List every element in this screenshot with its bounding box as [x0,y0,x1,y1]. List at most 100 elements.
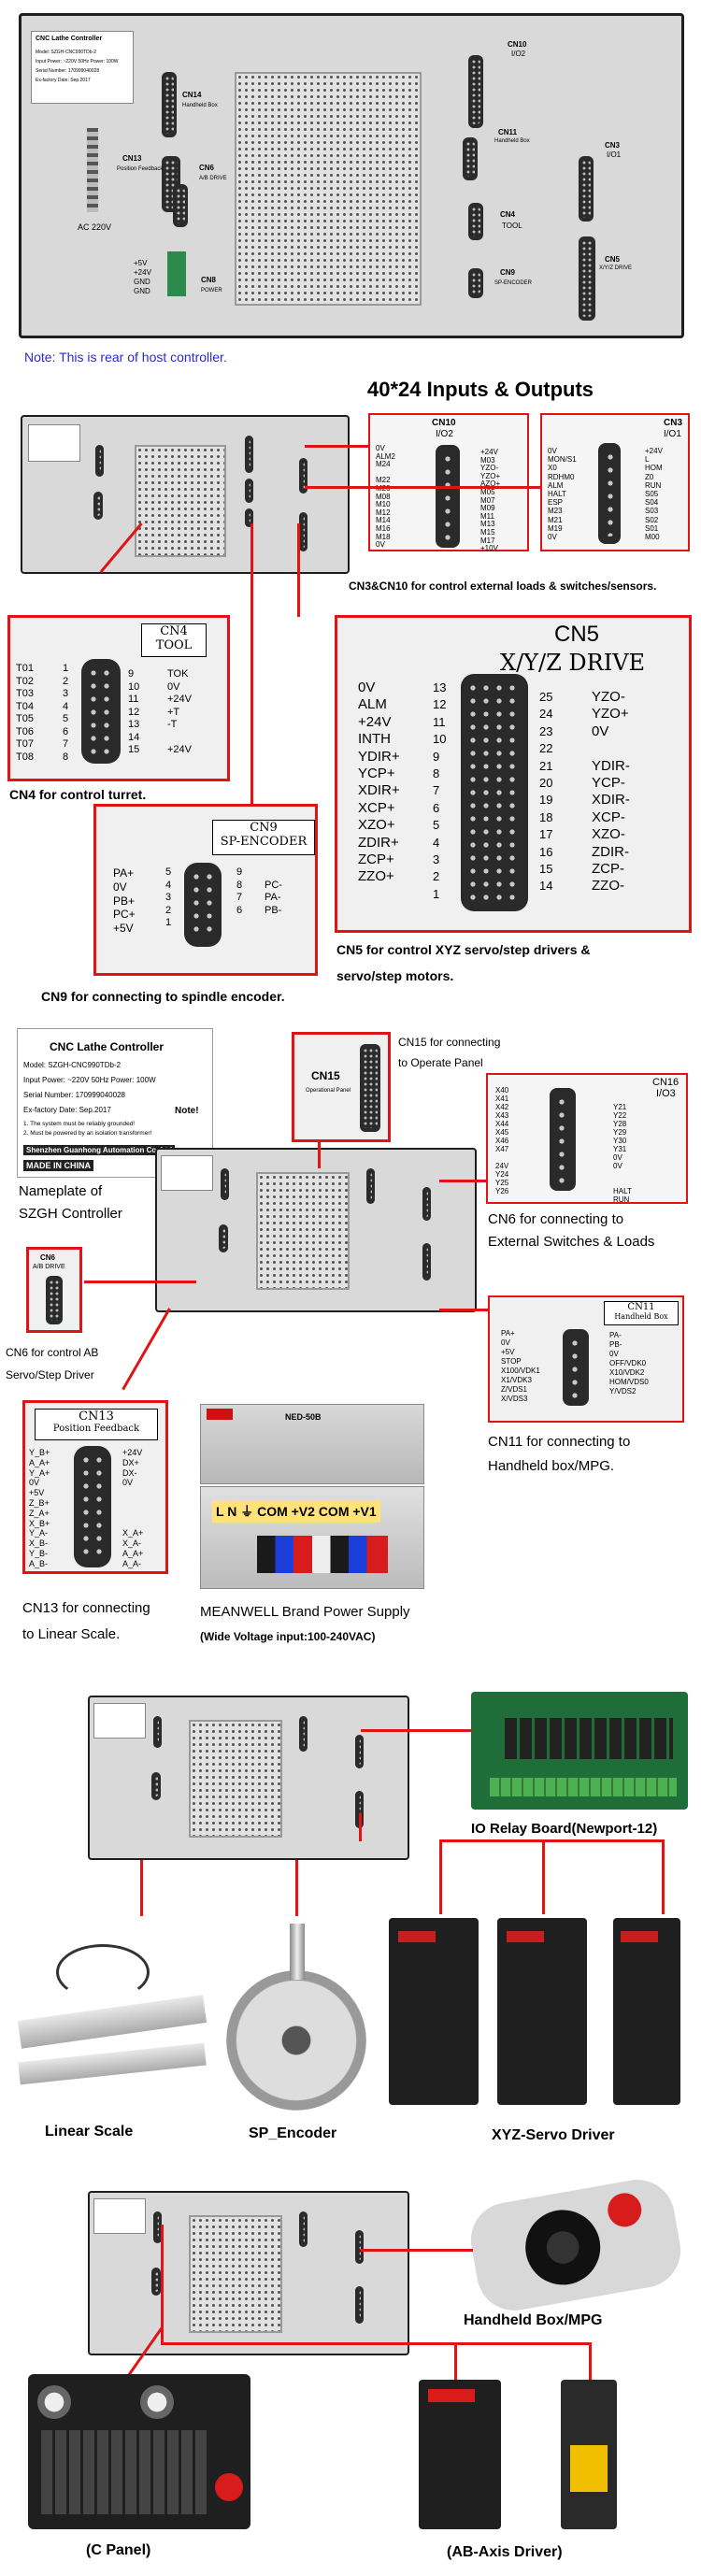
connector [299,1716,308,1752]
connector [221,1168,229,1200]
cn4-caption: CN4 for control turret. [9,787,147,802]
cn10-title: CN10 [432,418,456,428]
ab-caption: (AB-Axis Driver) [447,2544,563,2560]
cn6-connector [173,184,188,227]
connector [355,1735,364,1768]
cn5-right-nums: 25 24 23 22 21 20 19 18 17 16 15 14 [539,690,553,894]
power-supply-mesh [135,445,226,557]
connector [245,479,253,503]
cn10-sub: I/O2 [436,429,453,439]
connector [151,2268,161,2296]
power-terminal-block [167,251,186,296]
nameplate-title: CNC Lathe Controller [50,1040,165,1053]
nameplate-n1: 1. The system must be reliably grounded! [23,1121,136,1127]
power-line: +5V [134,259,148,267]
cn6-caption: Servo/Step Driver [6,1368,94,1381]
cn11-right-pins: PA- PB- 0V OFF/VDK0 X10/VDK2 HOM/VDS0 Y/… [609,1331,649,1395]
driver-display [428,2389,475,2402]
controller-rear-small [21,415,350,574]
cn13-title: CN13 Position Feedback [35,1409,158,1440]
cpanel-caption: (C Panel) [86,2542,151,2558]
cn16-right-pins: Y21 Y22 Y28 Y29 Y30 Y31 0V 0V HALT RUN [613,1103,632,1204]
cn11-connector [463,137,478,180]
arrow [361,2249,473,2252]
connector [355,1791,364,1828]
arrow [454,2342,457,2380]
cn4-left-nums: 1 2 3 4 5 6 7 8 [63,663,69,763]
cn15-sub: Operational Panel [306,1088,351,1094]
cn8-sub: POWER [201,288,222,293]
io-heading: 40*24 Inputs & Outputs [367,378,594,401]
cn9-pinout: CN9 SP-ENCODER PA+ 0V PB+ PC+ +5V 5 4 3 … [93,804,318,976]
cn15-box: CN15 Operational Panel [292,1032,391,1142]
cn9-label: CN9 [250,821,278,835]
cn3-sub: I/O1 [607,150,622,159]
cn16-sub: I/O3 [656,1088,676,1099]
cn10-left-pins: 0V ALM2 M24 M22 M20 M08 M10 M12 M14 M16 … [376,444,395,550]
psu-caption: (Wide Voltage input:100-240VAC) [200,1630,376,1643]
cn14-label: CN14 [182,91,202,99]
cn5-sub: X/Y/Z DRIVE [500,650,646,676]
connector [219,1224,228,1252]
ab-servo-driver [419,2380,501,2529]
arrow [361,1729,471,1732]
cn11-title: CN11 Handheld Box [604,1301,679,1325]
feed-knob [140,2385,174,2419]
power-supply-mesh [235,72,422,306]
cn9-sub: SP-ENCODER [494,280,533,286]
cn3-pinout: CN3 I/O1 0V MON/S1 X0 RDHM0 ALM HALT ESP… [540,413,690,551]
cn4-connector [81,659,121,764]
cn3-right-pins: +24V L HOM Z0 RUN S05 S04 S03 S02 S01 M0… [645,447,663,542]
arrow [250,523,253,804]
connector [299,512,308,551]
nameplate-serial: Serial Number: 170999040028 [23,1091,125,1099]
cn5-left-pins: 0V ALM +24V INTH YDIR+ YCP+ XDIR+ XCP+ X… [358,680,400,885]
cn16-pinout: CN16 I/O3 X40 X41 X42 X43 X44 X45 X46 X4… [486,1073,688,1204]
nameplate-n2: 2. Must be powered by an isolation trans… [23,1130,152,1137]
keypad [41,2430,209,2514]
arrow [589,2342,592,2380]
cn11-connector [563,1329,589,1406]
arrow [161,2342,591,2345]
cn13-label: CN13 [79,1410,114,1424]
arrow [439,1309,488,1311]
cn3-connector [579,156,594,222]
psu-brand-icon [207,1409,233,1420]
cn5-connector [461,674,528,911]
encoder-shaft [290,1924,305,1980]
cn10-sub: I/O2 [511,50,526,58]
arrow [439,1839,664,1842]
spindle-encoder [226,1970,366,2111]
cn4-right-pins: TOK 0V +24V +T -T +24V [167,668,192,755]
cn13-connector [74,1446,111,1567]
cn13-sub: Position Feedback [52,1424,140,1434]
cn5-connector [579,236,595,321]
relay-terminals [490,1778,677,1796]
arrow [318,1140,321,1168]
cn10-connector [436,445,460,548]
cn6-connector [46,1276,63,1324]
nameplate-sticker [93,2198,146,2234]
connector [93,492,103,520]
cn4-label: CN4 [160,624,188,638]
linear-scale [18,2042,207,2085]
psu-caption: MEANWELL Brand Power Supply [200,1604,410,1620]
cn8-label: CN8 [201,276,217,284]
driver-label [570,2445,608,2492]
cn14-sub: Handheld Box [182,103,218,108]
controller-rear-panel: CNC Lathe Controller Model: SZGH-CNC990T… [19,13,684,338]
arrow [439,1180,488,1182]
cn9-right-pins: PC- PA- PB- [265,879,282,916]
cn4-sub: TOOL [502,222,522,230]
arrow [359,1813,362,1841]
cn15-label: CN15 [311,1069,340,1082]
arrow [295,1860,298,1916]
connector [366,1168,375,1204]
cn4-pinout: CN4 TOOL T01 T02 T03 T04 T05 T06 T07 T08… [7,615,230,781]
nameplate-note: Note! [175,1106,199,1116]
power-line: GND [134,278,150,286]
cn5-pinout: CN5 X/Y/Z DRIVE 0V ALM +24V INTH YDIR+ Y… [335,615,692,933]
cn11-sub: Handheld Box [614,1312,668,1321]
cn9-right-nums: 9 8 7 6 [236,866,243,916]
connector [299,458,308,494]
